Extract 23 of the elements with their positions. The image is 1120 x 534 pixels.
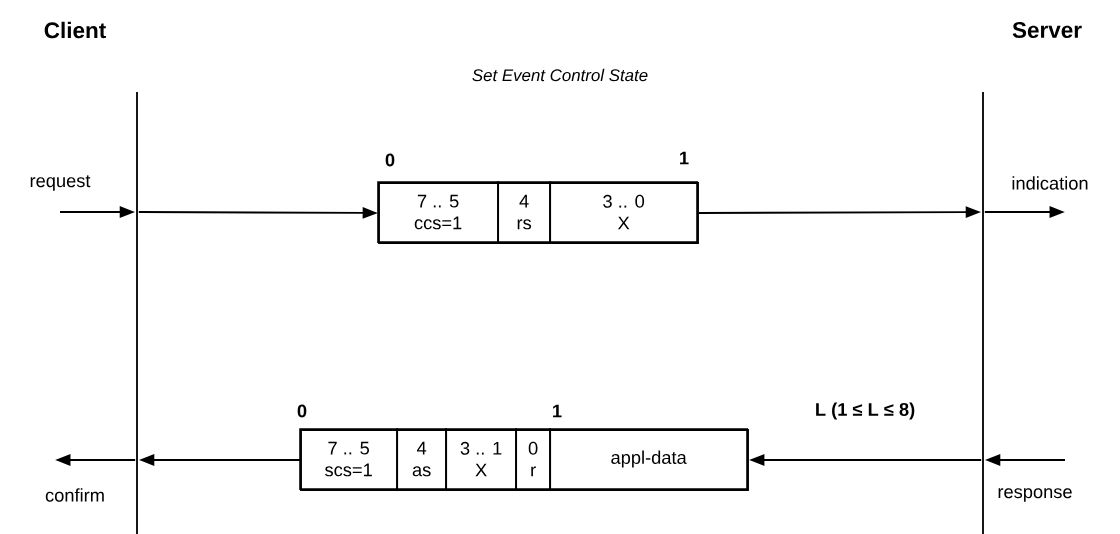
frame-box [378, 182, 699, 244]
heading: Server [1012, 22, 1082, 38]
field-cell: 7 .. 5 ccs=1 [377, 181, 500, 243]
byte-offset: 0 [297, 404, 307, 418]
field-cell: 7 .. 5 scs=1 [299, 428, 399, 490]
byte-offset: 1 [680, 151, 689, 165]
field-cell: 4 as [396, 428, 448, 490]
message-label: confirm [45, 488, 104, 502]
message-label: indication [1012, 176, 1088, 190]
frame-box [300, 429, 749, 491]
heading: Client [44, 21, 106, 39]
byte-offset: 1 [553, 404, 562, 418]
lifeline [136, 92, 138, 534]
field-cell: 3 .. 1 X [445, 428, 518, 490]
lifeline [982, 92, 984, 534]
title: Set Event Control State [472, 68, 648, 82]
message-label: request [30, 175, 91, 191]
field-cell: appl-data [549, 428, 749, 490]
field-cell: 3 .. 0 X [549, 181, 699, 243]
byte-offset: 0 [385, 153, 395, 167]
byte-offset: L (1 ≤ L ≤ 8) [816, 402, 915, 420]
field-cell: 4 rs [497, 181, 552, 243]
field-cell: 0 r [515, 428, 552, 490]
